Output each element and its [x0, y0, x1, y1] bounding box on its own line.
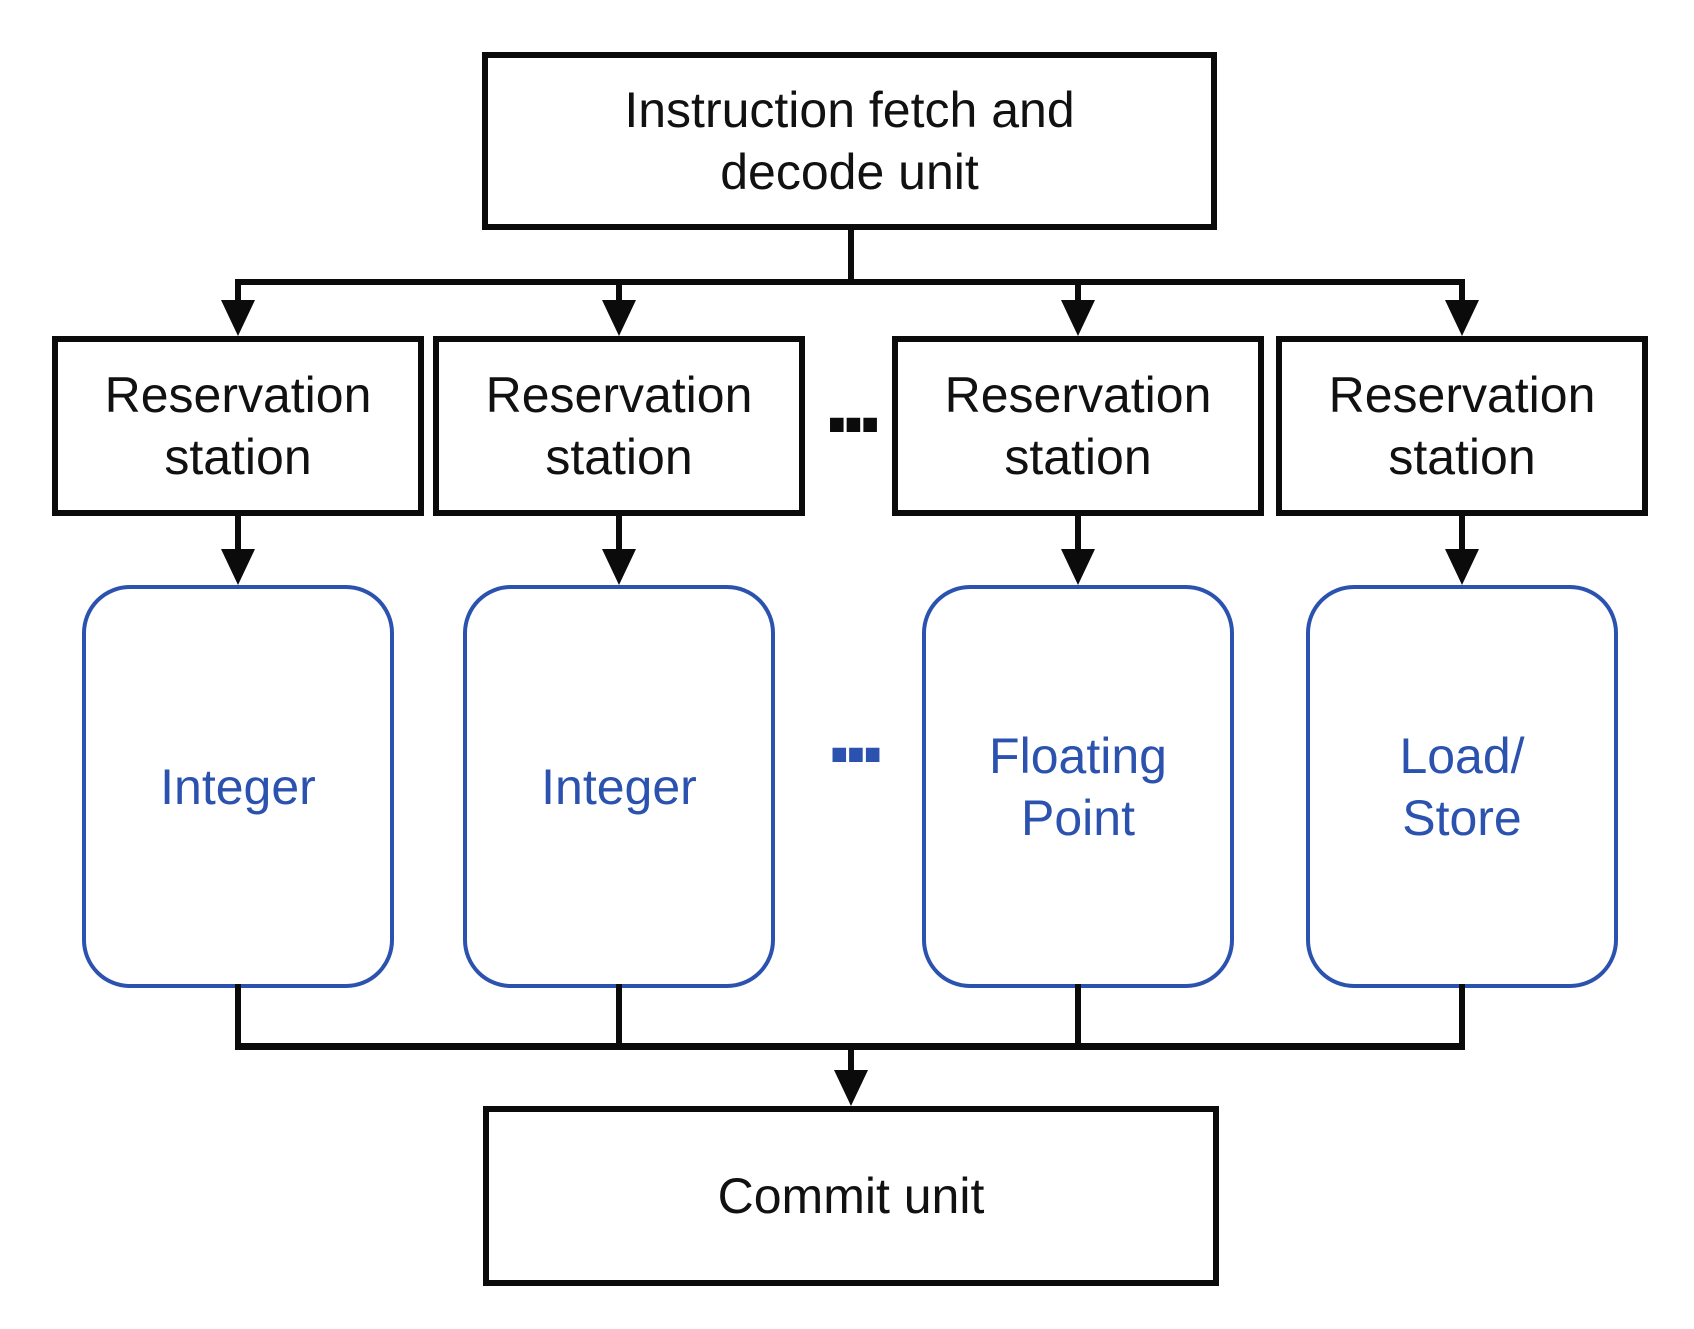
arrow-to-unit-1-icon — [221, 512, 255, 585]
connector-unit-2-to-bus — [616, 984, 622, 1046]
arrow-to-unit-2-icon — [602, 512, 636, 585]
connector-unit-3-to-bus — [1075, 984, 1081, 1046]
arrow-to-unit-4-icon — [1445, 512, 1479, 585]
connector-unit-1-to-bus — [235, 984, 241, 1046]
arrow-to-station-1-icon — [221, 282, 255, 336]
dispatch-bus-line — [235, 279, 1465, 285]
instruction-fetch-decode-box: Instruction fetch and decode unit — [482, 52, 1217, 230]
functional-unit-box-integer-1: Integer — [82, 585, 394, 988]
connector-unit-4-to-bus — [1459, 984, 1465, 1046]
functional-unit-label-floating-point: Floating Point — [989, 727, 1167, 846]
commit-unit-box: Commit unit — [483, 1106, 1219, 1286]
commit-unit-label: Commit unit — [717, 1168, 985, 1224]
arrow-to-commit-icon — [834, 1048, 868, 1106]
reservation-station-label-3: Reservation station — [944, 367, 1212, 485]
functional-unit-label-integer-2: Integer — [541, 758, 697, 815]
reservation-station-box-2: Reservation station — [433, 336, 805, 516]
arrow-to-station-4-icon — [1445, 282, 1479, 336]
reservation-station-label-2: Reservation station — [485, 367, 753, 485]
reservation-station-box-4: Reservation station — [1276, 336, 1648, 516]
functional-unit-box-floating-point: Floating Point — [922, 585, 1234, 988]
connector-title-to-bus — [848, 228, 854, 285]
instruction-fetch-decode-label: Instruction fetch and decode unit — [624, 82, 1075, 200]
functional-unit-box-load-store: Load/ Store — [1306, 585, 1618, 988]
functional-units-ellipsis: ... — [825, 676, 886, 783]
functional-unit-label-integer-1: Integer — [160, 758, 316, 815]
result-bus-line — [235, 1043, 1465, 1050]
reservation-row-ellipsis: ... — [823, 346, 883, 453]
functional-unit-box-integer-2: Integer — [463, 585, 775, 988]
functional-unit-label-load-store: Load/ Store — [1399, 727, 1525, 846]
arrow-to-unit-3-icon — [1061, 512, 1095, 585]
arrow-to-station-2-icon — [602, 282, 636, 336]
reservation-station-box-3: Reservation station — [892, 336, 1264, 516]
reservation-station-label-1: Reservation station — [104, 367, 372, 485]
arrow-to-station-3-icon — [1061, 282, 1095, 336]
reservation-station-box-1: Reservation station — [52, 336, 424, 516]
reservation-station-label-4: Reservation station — [1328, 367, 1596, 485]
